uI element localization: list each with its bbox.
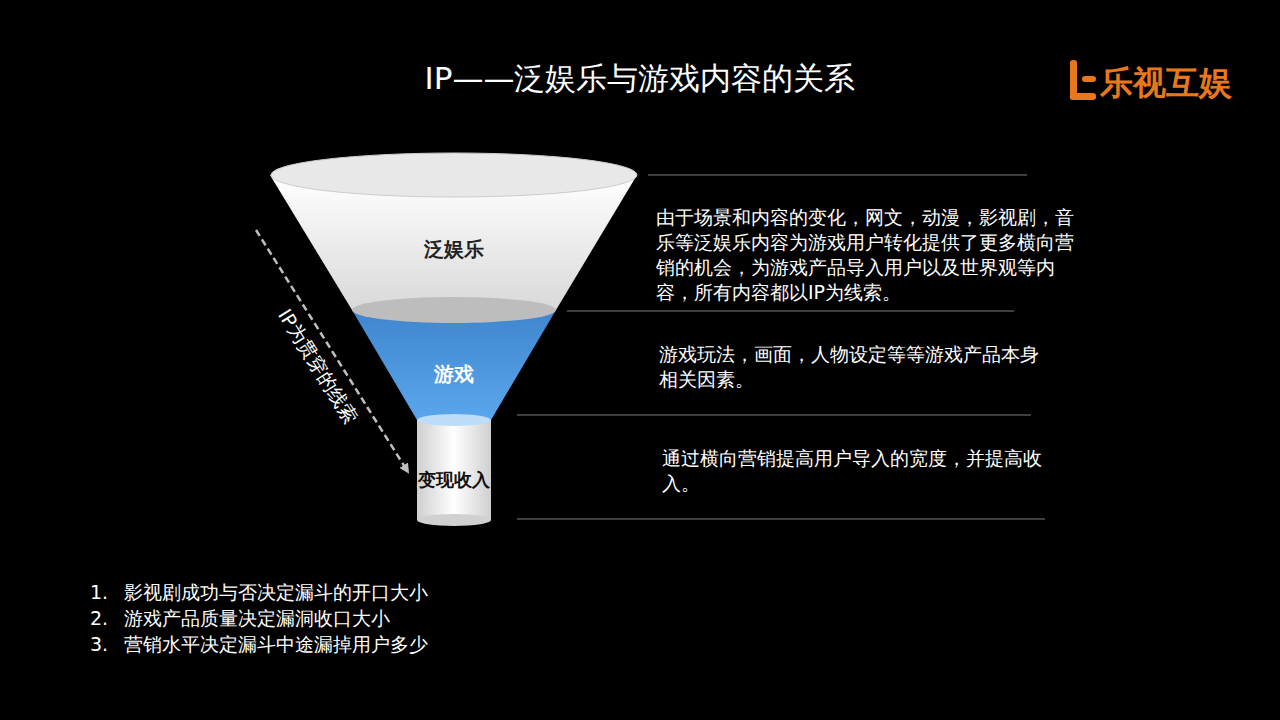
funnel-band: 泛娱乐 xyxy=(352,215,556,283)
funnel-mid-rim xyxy=(352,297,556,323)
list-number: 2. xyxy=(90,606,120,631)
list-number: 1. xyxy=(90,580,120,605)
funnel-blue xyxy=(352,310,556,420)
description: 游戏玩法，画面，人物设定等等游戏产品本身相关因素。 xyxy=(659,342,1054,392)
funnel-band: 游戏 xyxy=(400,345,508,403)
list-number: 3. xyxy=(90,632,120,657)
band-label: 游戏 xyxy=(434,361,474,388)
list-item: 游戏产品质量决定漏洞收口大小 xyxy=(124,606,544,631)
description: 通过横向营销提高用户导入的宽度，并提高收入。 xyxy=(662,446,1077,496)
ip-arrow xyxy=(256,230,408,472)
description: 由于场景和内容的变化，网文，动漫，影视剧，音乐等泛娱乐内容为游戏用户转化提供了更… xyxy=(656,205,1088,305)
logo-text: 乐视互娱 xyxy=(1100,62,1270,105)
logo-mark xyxy=(1070,60,1096,100)
band-label: 泛娱乐 xyxy=(424,236,484,263)
funnel-neck xyxy=(417,414,491,426)
funnel-top-rim xyxy=(271,153,637,197)
slide-title: IP——泛娱乐与游戏内容的关系 xyxy=(0,58,1280,100)
funnel-band: 变现收入 xyxy=(413,455,495,505)
cylinder xyxy=(417,420,491,526)
list-item: 营销水平决定漏斗中途漏掉用户多少 xyxy=(124,632,544,657)
band-label: 变现收入 xyxy=(418,468,490,492)
list-item: 影视剧成功与否决定漏斗的开口大小 xyxy=(124,580,544,605)
